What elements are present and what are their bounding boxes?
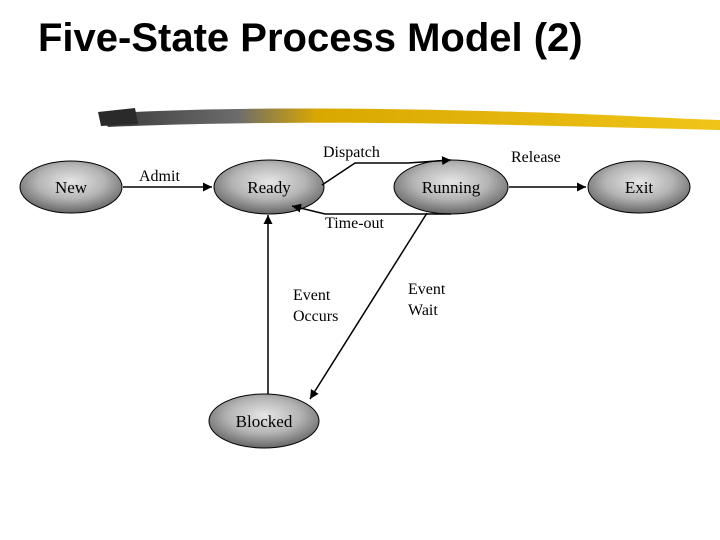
event-occurs-label-line2: Occurs	[293, 308, 338, 325]
state-blocked-label: Blocked	[236, 412, 293, 431]
state-exit-label: Exit	[625, 178, 654, 197]
state-exit	[587, 160, 691, 214]
event-wait-arrow	[309, 212, 428, 400]
state-new-label: New	[55, 178, 88, 197]
state-new	[19, 160, 123, 214]
event-wait-label-line2: Wait	[408, 302, 438, 319]
timeout-label: Time-out	[325, 215, 385, 232]
release-label: Release	[511, 149, 561, 166]
slide-title: Five-State Process Model (2)	[38, 16, 583, 60]
state-ready-label: Ready	[247, 178, 291, 197]
event-wait-label-line1: Event	[408, 281, 446, 298]
state-running-label: Running	[422, 178, 481, 197]
dispatch-label: Dispatch	[323, 144, 380, 161]
title-underline-swoosh	[98, 108, 720, 130]
admit-label: Admit	[139, 168, 180, 185]
dispatch-arrow	[321, 156, 452, 186]
state-ready	[213, 159, 325, 215]
state-blocked	[208, 393, 320, 449]
event-occurs-label-line1: Event	[293, 287, 331, 304]
timeout-arrow	[291, 203, 451, 215]
